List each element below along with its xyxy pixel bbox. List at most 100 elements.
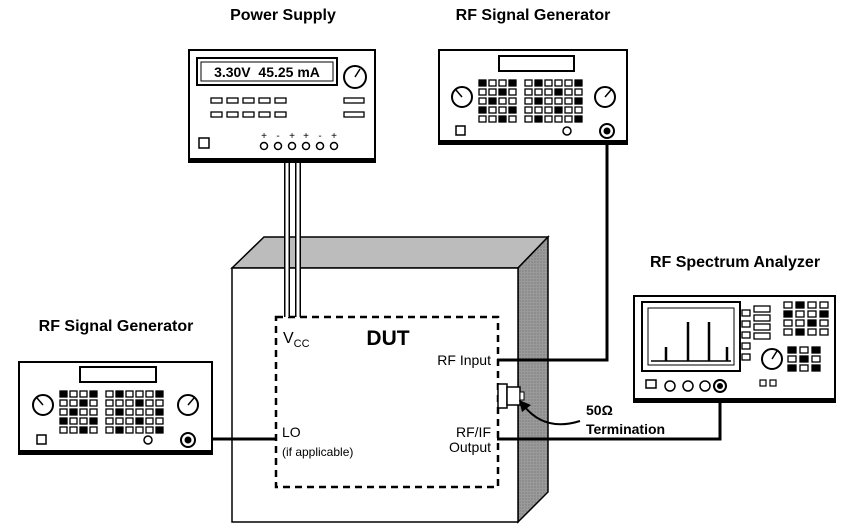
rf-generator-top-label: RF Signal Generator bbox=[456, 7, 611, 24]
rf-generator-key bbox=[498, 106, 507, 114]
dut-box-front bbox=[231, 267, 519, 523]
rf-generator-key bbox=[554, 115, 563, 123]
rf-generator-key bbox=[89, 399, 98, 407]
power-supply-terminals: +-++-+ bbox=[259, 131, 339, 151]
power-supply-buttons bbox=[210, 97, 365, 118]
rf-generator-key bbox=[574, 97, 583, 105]
spectrum-analyzer-screen bbox=[647, 307, 735, 366]
lo-if-applicable-label: (if applicable) bbox=[282, 445, 353, 459]
termination-arrow bbox=[523, 405, 581, 426]
dut-box-side bbox=[517, 235, 549, 524]
power-supply-terminal-sign: - bbox=[318, 131, 321, 142]
rf-generator-left-display bbox=[79, 366, 157, 383]
spectrum-analyzer-key bbox=[811, 355, 821, 363]
termination-word-label: Termination bbox=[586, 421, 665, 437]
spectrum-analyzer-softkey bbox=[753, 305, 771, 313]
power-supply-terminal-sign: + bbox=[331, 131, 337, 142]
spectrum-analyzer-key bbox=[811, 364, 821, 372]
spectrum-analyzer-key bbox=[783, 310, 793, 318]
rf-generator-key bbox=[554, 106, 563, 114]
rf-generator-key bbox=[534, 106, 543, 114]
rf-if-output-label-2: Output bbox=[449, 439, 491, 455]
rf-generator-key bbox=[574, 115, 583, 123]
rf-generator-key bbox=[125, 390, 134, 398]
spectrum-analyzer-key bbox=[799, 355, 809, 363]
rf-generator-key bbox=[534, 115, 543, 123]
rf-generator-key bbox=[89, 390, 98, 398]
rf-generator-key bbox=[155, 399, 164, 407]
power-supply-terminal bbox=[259, 141, 269, 151]
termination-value-label: 50Ω bbox=[586, 402, 613, 418]
rf-generator-key bbox=[115, 399, 124, 407]
rf-generator-key bbox=[79, 426, 88, 434]
rf-generator-key bbox=[79, 417, 88, 425]
spectrum-analyzer-key bbox=[799, 364, 809, 372]
rf-generator-key bbox=[79, 408, 88, 416]
rf-generator-key bbox=[69, 426, 78, 434]
rf-generator-key bbox=[125, 426, 134, 434]
spectrum-analyzer-key bbox=[819, 310, 829, 318]
rf-generator-key bbox=[135, 399, 144, 407]
rf-generator-key bbox=[508, 88, 517, 96]
rf-generator-key bbox=[508, 79, 517, 87]
rf-generator-top-small-knob bbox=[562, 126, 572, 136]
spectrum-analyzer-softkey bbox=[753, 314, 771, 322]
rf-generator-key bbox=[105, 399, 114, 407]
rf-generator-key bbox=[59, 390, 68, 398]
power-supply-button bbox=[274, 97, 287, 104]
rf-generator-key bbox=[89, 426, 98, 434]
rf-generator-left-keypad bbox=[59, 390, 164, 434]
power-supply-button bbox=[258, 97, 271, 104]
rf-generator-key bbox=[564, 97, 573, 105]
rf-generator-key bbox=[554, 79, 563, 87]
spectrum-analyzer-key bbox=[783, 328, 793, 336]
power-supply-power-switch bbox=[198, 137, 210, 149]
rf-generator-top-power-switch bbox=[455, 125, 466, 136]
spectrum-analyzer-softkey bbox=[753, 332, 771, 340]
power-supply-button bbox=[274, 111, 287, 118]
rf-signal-generator-top: RF Signal Generator bbox=[438, 7, 628, 145]
rf-generator-key bbox=[498, 79, 507, 87]
rf-generator-key bbox=[155, 426, 164, 434]
rf-generator-key bbox=[125, 417, 134, 425]
spectrum-analyzer-key bbox=[811, 346, 821, 354]
rf-generator-key bbox=[89, 417, 98, 425]
termination-connector bbox=[497, 383, 525, 409]
rf-generator-key bbox=[145, 417, 154, 425]
power-supply-terminal bbox=[315, 141, 325, 151]
power-supply-button bbox=[226, 97, 239, 104]
rf-generator-key bbox=[498, 88, 507, 96]
termination-arrowhead bbox=[519, 400, 531, 412]
rf-generator-key bbox=[574, 106, 583, 114]
rf-generator-key bbox=[478, 88, 487, 96]
rf-generator-key bbox=[145, 399, 154, 407]
spectrum-analyzer-label: RF Spectrum Analyzer bbox=[650, 254, 820, 271]
rf-generator-key bbox=[574, 88, 583, 96]
rf-generator-key bbox=[524, 88, 533, 96]
rf-generator-key bbox=[544, 115, 553, 123]
power-supply-label: Power Supply bbox=[230, 7, 336, 24]
rf-if-output-cable bbox=[497, 392, 722, 441]
rf-generator-key bbox=[69, 417, 78, 425]
spectrum-analyzer-key bbox=[787, 346, 797, 354]
rf-generator-key bbox=[564, 115, 573, 123]
power-supply-terminal bbox=[301, 141, 311, 151]
rf-generator-key bbox=[554, 97, 563, 105]
spectrum-analyzer-key bbox=[795, 319, 805, 327]
rf-input-cable bbox=[497, 133, 609, 362]
rf-generator-key bbox=[135, 426, 144, 434]
rf-generator-key bbox=[105, 417, 114, 425]
rf-generator-key bbox=[478, 115, 487, 123]
power-supply-button bbox=[242, 97, 255, 104]
rf-generator-key bbox=[564, 106, 573, 114]
rf-generator-key bbox=[574, 79, 583, 87]
power-supply: Power Supply 3.30V 45.25 mA +-++-+ bbox=[188, 7, 376, 163]
rf-signal-generator-left: RF Signal Generator bbox=[18, 318, 213, 455]
rf-generator-key bbox=[544, 97, 553, 105]
spectrum-analyzer-key bbox=[783, 319, 793, 327]
spectrum-analyzer-key bbox=[795, 328, 805, 336]
rf-generator-key bbox=[115, 417, 124, 425]
spectrum-analyzer-key bbox=[819, 328, 829, 336]
power-supply-button bbox=[343, 111, 365, 118]
